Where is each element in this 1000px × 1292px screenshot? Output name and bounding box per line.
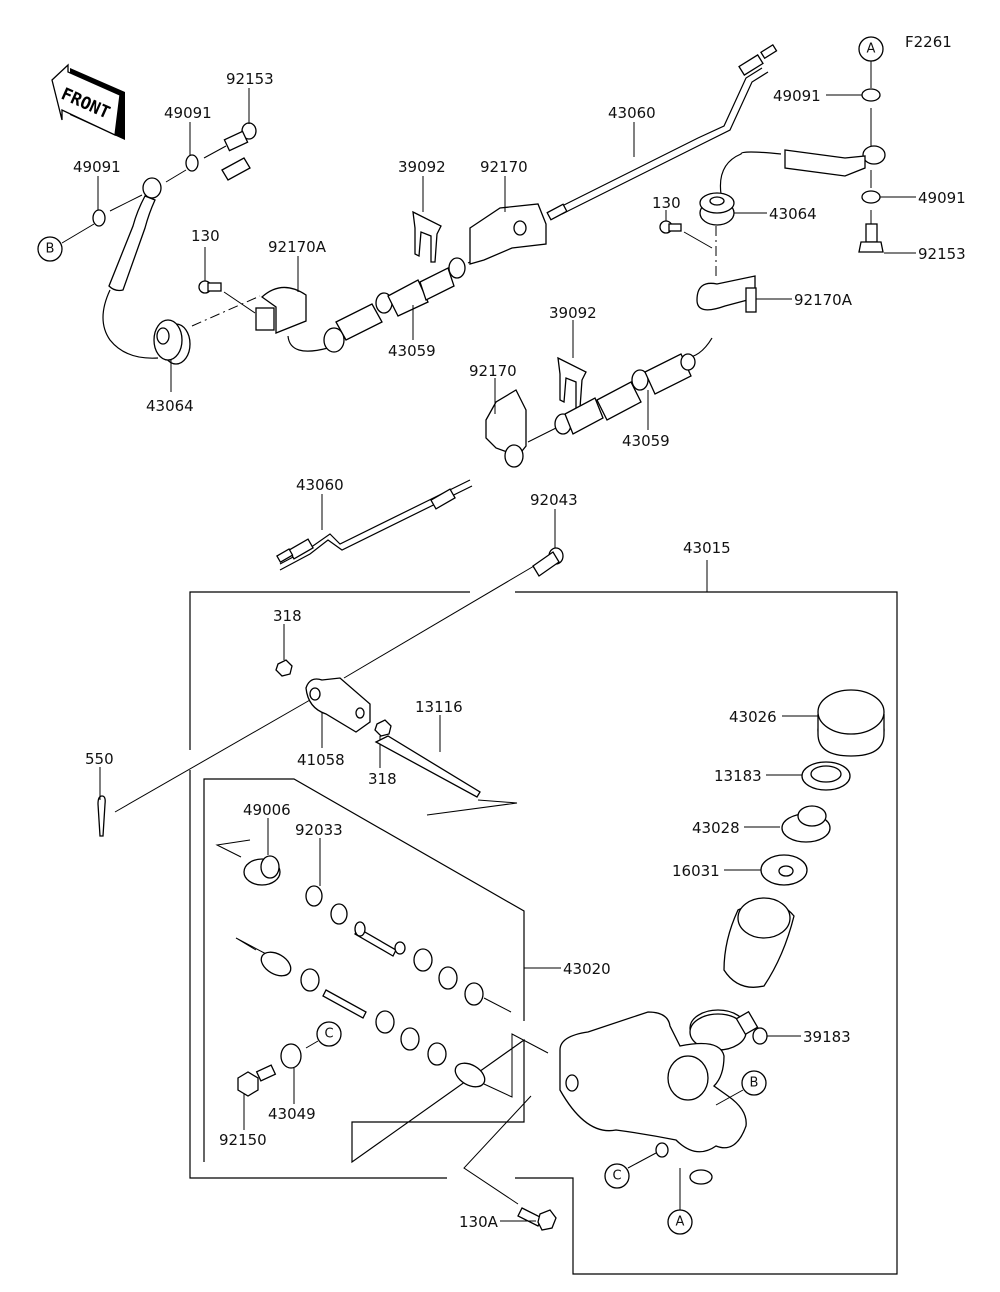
part-label-92033: 92033 <box>295 821 343 839</box>
part-label-43015: 43015 <box>683 539 731 557</box>
ref-a-body-text: A <box>676 1215 685 1230</box>
piston-row-upper <box>330 903 484 1006</box>
part-label-43020: 43020 <box>563 960 611 978</box>
banjo-bolt-92153-right <box>858 223 884 253</box>
ref-circle-c-left <box>316 1021 342 1047</box>
washer-43049 <box>280 1043 302 1069</box>
part-label-13116: 13116 <box>415 698 463 716</box>
part-label-49091-right-top: 49091 <box>773 87 821 105</box>
cotter-pin-550 <box>97 795 106 837</box>
nut-318-bottom <box>374 719 392 737</box>
ref-c-left-text: C <box>324 1027 333 1042</box>
ref-c-body-text: C <box>612 1169 621 1184</box>
part-label-130A: 130A <box>459 1213 499 1231</box>
part-label-92170A-right: 92170A <box>794 291 853 309</box>
washer-49091-right-bottom <box>861 190 881 204</box>
circlip-92033 <box>305 885 323 907</box>
bracket-92170-lower <box>485 389 527 468</box>
left-brake-hose <box>102 177 162 359</box>
brake-pipe-43060-lower <box>276 479 473 571</box>
clip-39092-lower <box>557 356 587 409</box>
piston-kit-box-43020 <box>203 778 525 1164</box>
part-label-43059-upper: 43059 <box>388 342 436 360</box>
part-label-318-bottom: 318 <box>368 770 397 788</box>
front-arrow-icon: FRONT <box>51 63 125 140</box>
part-label-92153-right: 92153 <box>918 245 966 263</box>
reservoir-43059-lower <box>554 353 696 435</box>
part-label-92170-upper: 92170 <box>480 158 528 176</box>
master-cylinder-body <box>559 1011 747 1185</box>
grommet-43064-left <box>153 319 191 365</box>
part-label-43028: 43028 <box>692 819 740 837</box>
ref-b-body-text: B <box>750 1076 759 1091</box>
piston-row-lower <box>235 937 486 1088</box>
washer-49091-left <box>92 209 106 227</box>
part-label-43026: 43026 <box>729 708 777 726</box>
part-label-49091-right-bottom: 49091 <box>918 189 966 207</box>
clevis-41058 <box>305 677 371 733</box>
ref-b-left-text: B <box>46 242 55 257</box>
part-label-49006: 49006 <box>243 801 291 819</box>
reservoir-43059-upper <box>323 257 466 353</box>
ref-circle-b-left <box>37 236 63 262</box>
washer-49091-right-top <box>861 88 881 102</box>
piston-cup-49006 <box>243 855 281 886</box>
part-label-130-right: 130 <box>652 194 681 212</box>
washer-49091-upper <box>185 154 199 172</box>
part-label-39183: 39183 <box>803 1028 851 1046</box>
part-label-49091-left: 49091 <box>73 158 121 176</box>
part-label-92153-left: 92153 <box>226 70 274 88</box>
ref-circle-c-body <box>604 1163 630 1189</box>
bleeder-screw-92150 <box>237 1064 277 1097</box>
part-label-43064-left: 43064 <box>146 397 194 415</box>
part-label-550: 550 <box>85 750 114 768</box>
reservoir-tank <box>723 897 795 988</box>
part-label-92170-lower: 92170 <box>469 362 517 380</box>
part-label-39092-lower: 39092 <box>549 304 597 322</box>
part-label-92170A-left: 92170A <box>268 238 327 256</box>
part-label-49091-upper: 49091 <box>164 104 212 122</box>
part-label-41058: 41058 <box>297 751 345 769</box>
ref-a-top-text: A <box>867 42 876 57</box>
part-label-13183: 13183 <box>714 767 762 785</box>
assembly-box-43015 <box>189 591 898 1275</box>
part-label-92150: 92150 <box>219 1131 267 1149</box>
ref-circle-b-body <box>741 1070 767 1096</box>
brake-pipe-43060-upper <box>546 44 778 221</box>
bolt-130-left <box>198 280 222 294</box>
diaphragm-43028 <box>781 805 831 843</box>
plate-13183 <box>801 761 851 791</box>
grommet-43064-right <box>699 192 735 226</box>
left-banjo-bolt-92153 <box>221 122 257 181</box>
part-label-39092-upper: 39092 <box>398 158 446 176</box>
pin-92043 <box>532 547 564 577</box>
bracket-92170-upper <box>469 203 547 265</box>
part-label-16031: 16031 <box>672 862 720 880</box>
nut-318-top <box>275 659 293 677</box>
part-label-43060-lower: 43060 <box>296 476 344 494</box>
part-label-92043: 92043 <box>530 491 578 509</box>
part-label-43064-right: 43064 <box>769 205 817 223</box>
push-rod-13116 <box>374 735 481 798</box>
figure-id: F2261 <box>905 33 952 51</box>
right-brake-hose <box>719 145 886 195</box>
part-label-43060-upper: 43060 <box>608 104 656 122</box>
clamp-92170A-left <box>255 286 307 334</box>
part-label-43049: 43049 <box>268 1105 316 1123</box>
clamp-92170A-right <box>696 275 757 313</box>
float-16031 <box>760 854 808 886</box>
part-label-130-left: 130 <box>191 227 220 245</box>
part-label-318-top: 318 <box>273 607 302 625</box>
part-label-43059-lower: 43059 <box>622 432 670 450</box>
bolt-130A <box>517 1207 557 1231</box>
bolt-130-right <box>659 220 682 234</box>
reservoir-cap-43026 <box>817 689 885 757</box>
clip-39092-upper <box>412 210 442 263</box>
